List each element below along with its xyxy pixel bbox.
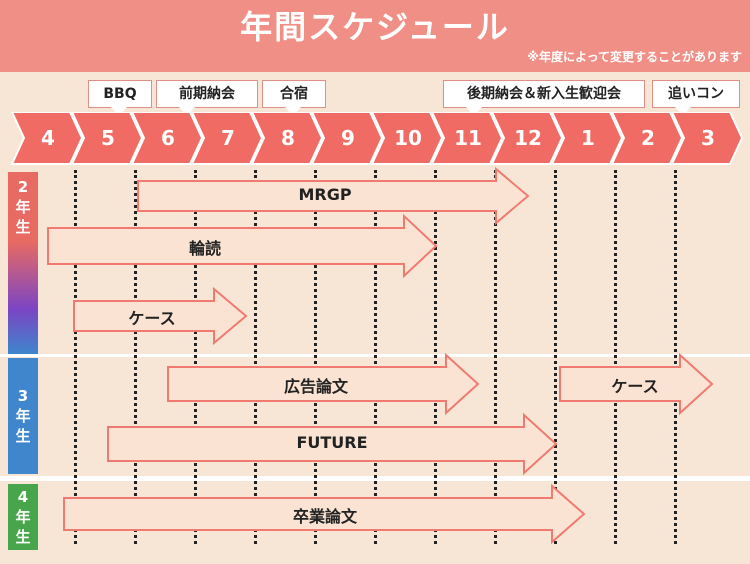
- month-arrow-8: [250, 112, 324, 165]
- month-label-12: 12: [514, 126, 542, 150]
- page-title: 年間スケジュール: [240, 8, 510, 46]
- grade-2-sei: 生: [15, 218, 31, 236]
- grade-4-label: 4 年 生: [8, 484, 38, 550]
- activity-label: MRGP: [298, 185, 352, 204]
- month-label-7: 7: [221, 126, 235, 150]
- change-note: ※年度によって変更することがあります: [527, 50, 742, 64]
- title-banner: 年間スケジュール ※年度によって変更することがあります: [0, 0, 750, 72]
- grade-transition-band: [8, 242, 38, 354]
- month-guide: [134, 170, 137, 544]
- month-guide: [554, 170, 557, 544]
- grade-2-digit: 2: [17, 178, 29, 196]
- month-arrow-9: [310, 112, 384, 165]
- grade-3-label: 3 年 生: [8, 358, 38, 474]
- month-guide: [674, 170, 677, 544]
- grade-2-label: 2 年 生: [8, 172, 38, 242]
- month-guide: [254, 170, 257, 544]
- event-second-half-party-welcome: 後期納会＆新入生歓迎会: [443, 80, 645, 116]
- month-arrows: [10, 112, 744, 165]
- month-guide: [434, 170, 437, 544]
- activity-label: 卒業論文: [292, 507, 358, 526]
- month-label-10: 10: [394, 126, 422, 150]
- month-arrow-7: [190, 112, 264, 165]
- month-guide: [194, 170, 197, 544]
- month-label-9: 9: [341, 126, 355, 150]
- month-label-8: 8: [281, 126, 295, 150]
- month-guide: [374, 170, 377, 544]
- grade-3-digit: 3: [17, 387, 29, 405]
- month-label-2: 2: [641, 126, 655, 150]
- event-first-half-party: 前期納会: [156, 80, 258, 116]
- month-label-4: 4: [41, 126, 55, 150]
- month-arrow-2: [610, 112, 684, 165]
- activity-label: ケース: [128, 309, 176, 328]
- month-guide: [314, 170, 317, 544]
- activity-label: 輪読: [188, 239, 222, 258]
- grade-4-digit: 4: [17, 488, 29, 506]
- grade-3-nen: 年: [15, 407, 31, 425]
- month-arrow-1: [550, 112, 624, 165]
- activity-arrow: [73, 286, 248, 346]
- activity-arrow: [63, 483, 586, 545]
- month-guide: [614, 170, 617, 544]
- month-arrow-4: [10, 112, 84, 165]
- grade-2-nen: 年: [15, 198, 31, 216]
- event-bbq: BBQ: [88, 80, 152, 116]
- activity-label: 広告論文: [283, 377, 349, 396]
- month-guide: [74, 170, 77, 544]
- grade-4-sei: 生: [15, 528, 31, 546]
- activity-arrow: [107, 412, 558, 476]
- month-arrow-6: [130, 112, 204, 165]
- month-arrow-11: [430, 112, 504, 165]
- month-guide: [494, 170, 497, 544]
- activity-arrow: [167, 352, 480, 416]
- activity-label: FUTURE: [296, 433, 368, 452]
- activity-arrow: [137, 166, 530, 226]
- grade-3-sei: 生: [15, 427, 31, 445]
- activity-arrow: [559, 352, 714, 416]
- month-arrow-12: [490, 112, 564, 165]
- month-arrow-3: [670, 112, 744, 165]
- activity-arrow: [47, 213, 438, 279]
- month-label-6: 6: [161, 126, 175, 150]
- month-arrow-10: [370, 112, 444, 165]
- month-label-11: 11: [454, 126, 482, 150]
- month-arrow-5: [70, 112, 144, 165]
- grade-4-nen: 年: [15, 508, 31, 526]
- month-label-5: 5: [101, 126, 115, 150]
- month-label-1: 1: [581, 126, 595, 150]
- month-label-3: 3: [701, 126, 715, 150]
- activity-label: ケース: [611, 377, 659, 396]
